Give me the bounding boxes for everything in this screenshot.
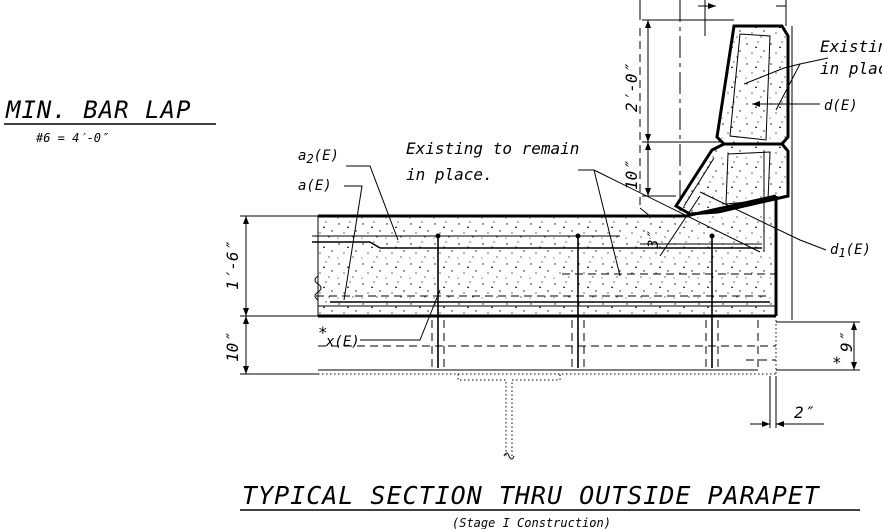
bar-d1-label: d1(E) xyxy=(830,242,871,260)
lap-heading: MIN. BAR LAP xyxy=(5,96,191,124)
remain-label-line1: Existing to remain xyxy=(406,139,579,158)
deck-slab-concrete xyxy=(318,216,776,316)
dim-10-curb: 10″ xyxy=(622,161,641,190)
star-9-mark: * xyxy=(832,353,842,372)
dim-2: 2″ xyxy=(794,403,814,422)
drawing-title: TYPICAL SECTION THRU OUTSIDE PARAPET xyxy=(242,481,821,510)
dim-2-0: 2′-0″ xyxy=(622,63,641,112)
lap-value: #6 = 4′-0″ xyxy=(35,131,109,145)
bar-d-label: d(E) xyxy=(824,98,858,114)
bar-x-label: x(E) xyxy=(325,334,360,350)
existing-label-line2: in plac xyxy=(820,59,882,78)
remain-label-line2: in place. xyxy=(406,165,493,184)
parapet-upper-outline xyxy=(715,24,790,146)
dim-3: 3″ xyxy=(646,231,662,249)
parapet-upper-concrete xyxy=(717,26,788,144)
drawing-subtitle: (Stage I Construction) xyxy=(452,516,611,529)
parapet-lower-concrete xyxy=(676,144,788,214)
bar-x-star: * xyxy=(318,323,328,342)
dim-9: 9″ xyxy=(837,332,856,352)
bar-a-label: a(E) xyxy=(298,178,332,194)
dim-10-lower: 10″ xyxy=(223,333,242,362)
dim-1-6: 1′-6″ xyxy=(223,241,242,290)
bar-a2-label: a2(E) xyxy=(298,148,339,166)
existing-label-line1: Existin xyxy=(820,37,882,56)
